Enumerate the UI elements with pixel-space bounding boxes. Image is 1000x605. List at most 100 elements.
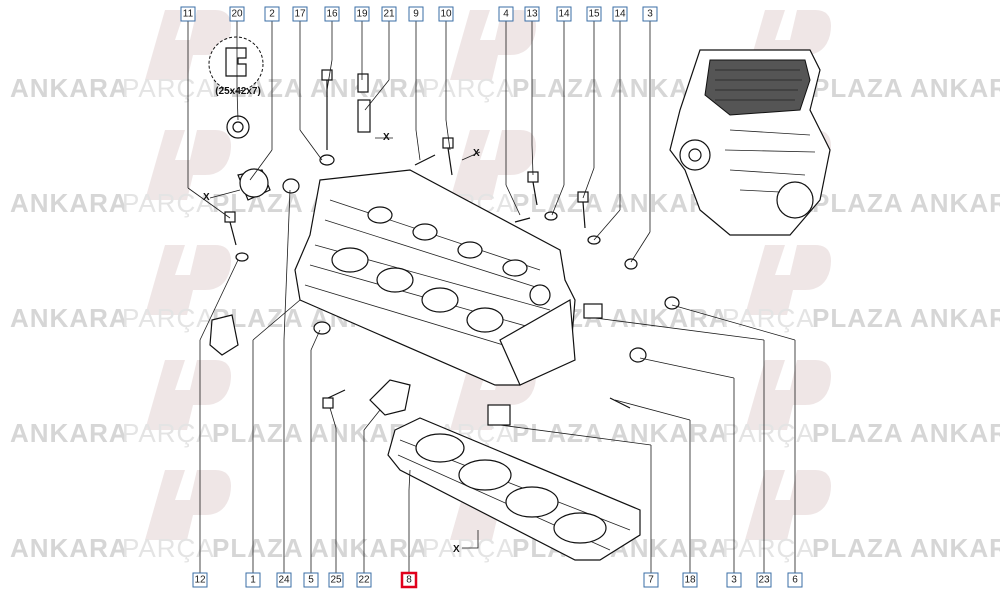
watermark-brand-c: PLAZA	[812, 73, 904, 103]
callout-box	[438, 6, 454, 22]
callout-label: 25	[330, 575, 342, 586]
callout-3: 3	[726, 572, 742, 588]
x-marker: X	[383, 132, 390, 143]
watermark-brand-a: ANKARA	[910, 303, 1000, 333]
callout-label: 17	[294, 9, 306, 20]
callout-23: 23	[756, 572, 772, 588]
watermark-brand-b: PARÇA	[722, 533, 815, 563]
callout-box	[586, 6, 602, 22]
callout-box	[726, 572, 742, 588]
camshaft-seal-detail: (25x42x7)	[208, 36, 271, 201]
leader-line	[249, 149, 273, 181]
leader-line	[639, 357, 735, 379]
watermark-brand-a: ANKARA	[310, 533, 429, 563]
callout-label: 10	[440, 9, 452, 20]
callout-11: 11	[180, 6, 196, 22]
callout-2: 2	[264, 6, 280, 22]
leader-line	[299, 129, 323, 161]
seal-size-label: (25x42x7)	[215, 86, 261, 97]
callout-label: 24	[278, 575, 290, 586]
watermark-brand-a: ANKARA	[910, 73, 1000, 103]
leader-line	[310, 329, 321, 351]
callout-box	[556, 6, 572, 22]
callout-box	[612, 6, 628, 22]
callout-6: 6	[787, 572, 803, 588]
callout-21: 21	[381, 6, 397, 22]
callout-box	[524, 6, 540, 22]
watermark-brand-c: PLAZA	[212, 533, 304, 563]
callout-label: 2	[269, 9, 275, 20]
watermark-brand-c: PLAZA	[812, 188, 904, 218]
callout-label: 16	[326, 9, 338, 20]
callout-22: 22	[356, 572, 372, 588]
callout-3: 3	[642, 6, 658, 22]
watermark-brand-a: ANKARA	[10, 533, 129, 563]
callout-box	[292, 6, 308, 22]
leader-line	[505, 184, 521, 216]
callout-box	[264, 6, 280, 22]
callout-label: 23	[758, 575, 770, 586]
leader-line	[630, 231, 651, 263]
engine-assembly-illustration	[669, 49, 831, 236]
callout-8: 8	[400, 571, 418, 589]
callout-label: 18	[684, 575, 696, 586]
callout-box	[328, 572, 344, 588]
leader-line	[614, 399, 691, 421]
leader-line	[582, 167, 595, 199]
callout-label: 4	[503, 9, 509, 20]
callout-19: 19	[354, 6, 370, 22]
watermark-brand-c: PLAZA	[512, 418, 604, 448]
leader-line	[283, 189, 291, 341]
callout-18: 18	[682, 572, 698, 588]
leader-line	[499, 424, 652, 446]
callout-13: 13	[524, 6, 540, 22]
watermark-brand-b: PARÇA	[722, 303, 815, 333]
watermark-brand-c: PLAZA	[812, 533, 904, 563]
leader-line	[593, 209, 621, 241]
callout-label: 15	[588, 9, 600, 20]
leader-line	[364, 79, 390, 111]
leader-line	[551, 184, 565, 216]
callout-16: 16	[324, 6, 340, 22]
watermark-brand-b: PARÇA	[122, 188, 215, 218]
leader-line	[408, 469, 411, 491]
watermark-brand-c: PLAZA	[812, 303, 904, 333]
callout-20: 20	[229, 6, 245, 22]
watermark-text: ANKARAPARÇAPLAZAANKARAPARÇAPLAZAANKARAPA…	[10, 73, 1000, 563]
watermark-brand-b: PARÇA	[722, 418, 815, 448]
leader-line	[199, 259, 239, 341]
leader-line	[594, 317, 765, 341]
x-marker: X	[203, 192, 210, 203]
callout-label: 5	[308, 575, 314, 586]
watermark-brand-a: ANKARA	[910, 418, 1000, 448]
watermark-brand-a: ANKARA	[610, 418, 729, 448]
leader-line	[329, 407, 337, 429]
leader-line	[363, 409, 381, 431]
callout-label: 14	[614, 9, 626, 20]
watermark-brand-c: PLAZA	[512, 188, 604, 218]
watermark-brand-a: ANKARA	[10, 418, 129, 448]
callout-box	[180, 6, 196, 22]
callout-box	[756, 572, 772, 588]
callout-5: 5	[303, 572, 319, 588]
callout-box	[381, 6, 397, 22]
watermark-brand-c: PLAZA	[512, 73, 604, 103]
watermark-brand-b: PARÇA	[422, 73, 515, 103]
leader-line	[326, 59, 333, 91]
callout-label: 1	[250, 575, 256, 586]
callout-box	[400, 571, 418, 589]
callout-label: 19	[356, 9, 368, 20]
head-gasket	[387, 417, 641, 561]
watermark-brand-b: PARÇA	[122, 73, 215, 103]
callout-label: 9	[413, 9, 419, 20]
callout-24: 24	[276, 572, 292, 588]
callout-box	[192, 572, 208, 588]
watermark-brand-a: ANKARA	[10, 303, 129, 333]
callout-box	[245, 572, 261, 588]
callout-box	[229, 6, 245, 22]
callout-9: 9	[408, 6, 424, 22]
watermark-brand-a: ANKARA	[910, 533, 1000, 563]
leader-line	[236, 89, 239, 121]
